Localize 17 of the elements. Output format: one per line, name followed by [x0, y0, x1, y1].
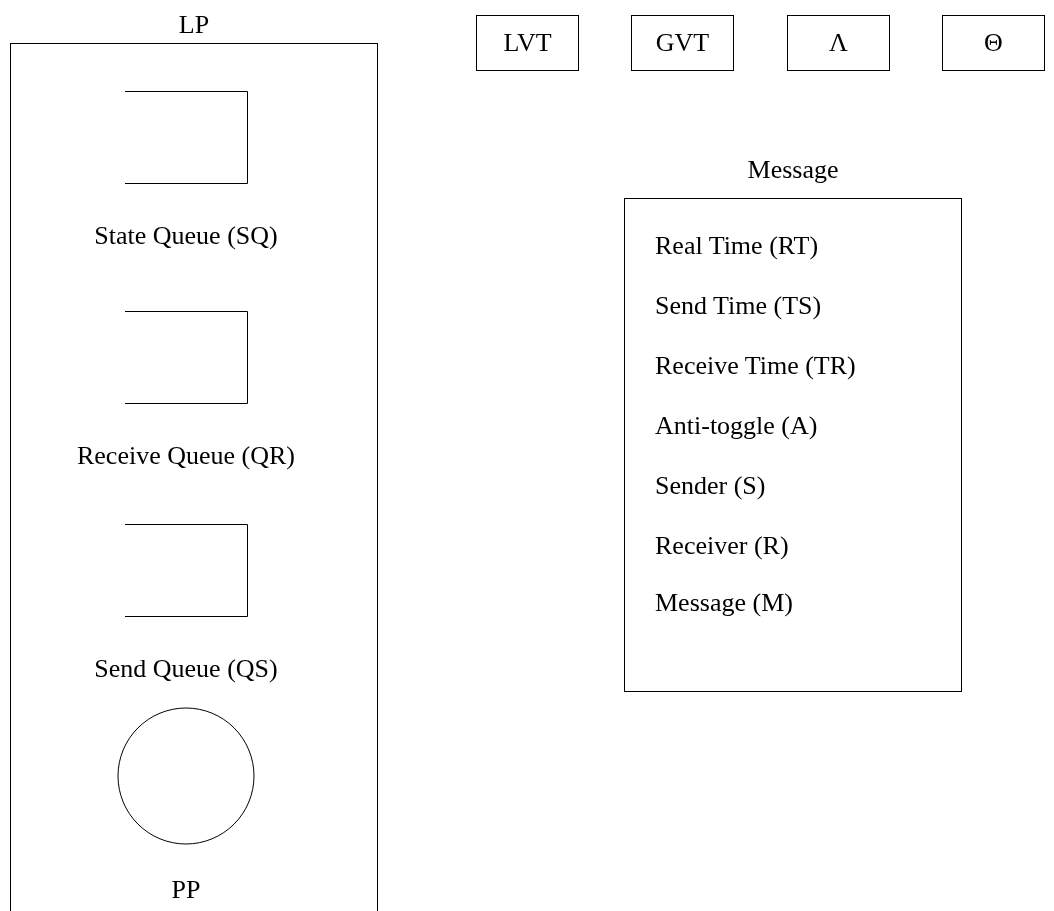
- variable-box: LVT: [476, 15, 579, 71]
- queue-label: State Queue (SQ): [94, 221, 278, 251]
- field-label: Receiver (R): [655, 531, 789, 561]
- variable-box: GVT: [631, 15, 734, 71]
- record-title: Message: [747, 155, 839, 185]
- variable-box: Θ: [942, 15, 1045, 71]
- queue-label: Send Queue (QS): [94, 654, 278, 684]
- queue-label: Receive Queue (QR): [77, 441, 295, 471]
- circle-label: PP: [171, 875, 201, 905]
- panel-title: LP: [178, 10, 210, 40]
- field-label: Send Time (TS): [655, 291, 822, 321]
- variable-box: Λ: [787, 15, 890, 71]
- field-label: Anti-toggle (A): [655, 411, 818, 441]
- field-label: Real Time (RT): [655, 231, 819, 261]
- field-label: Sender (S): [655, 471, 766, 501]
- field-label: Message (M): [655, 588, 793, 618]
- field-label: Receive Time (TR): [655, 351, 856, 381]
